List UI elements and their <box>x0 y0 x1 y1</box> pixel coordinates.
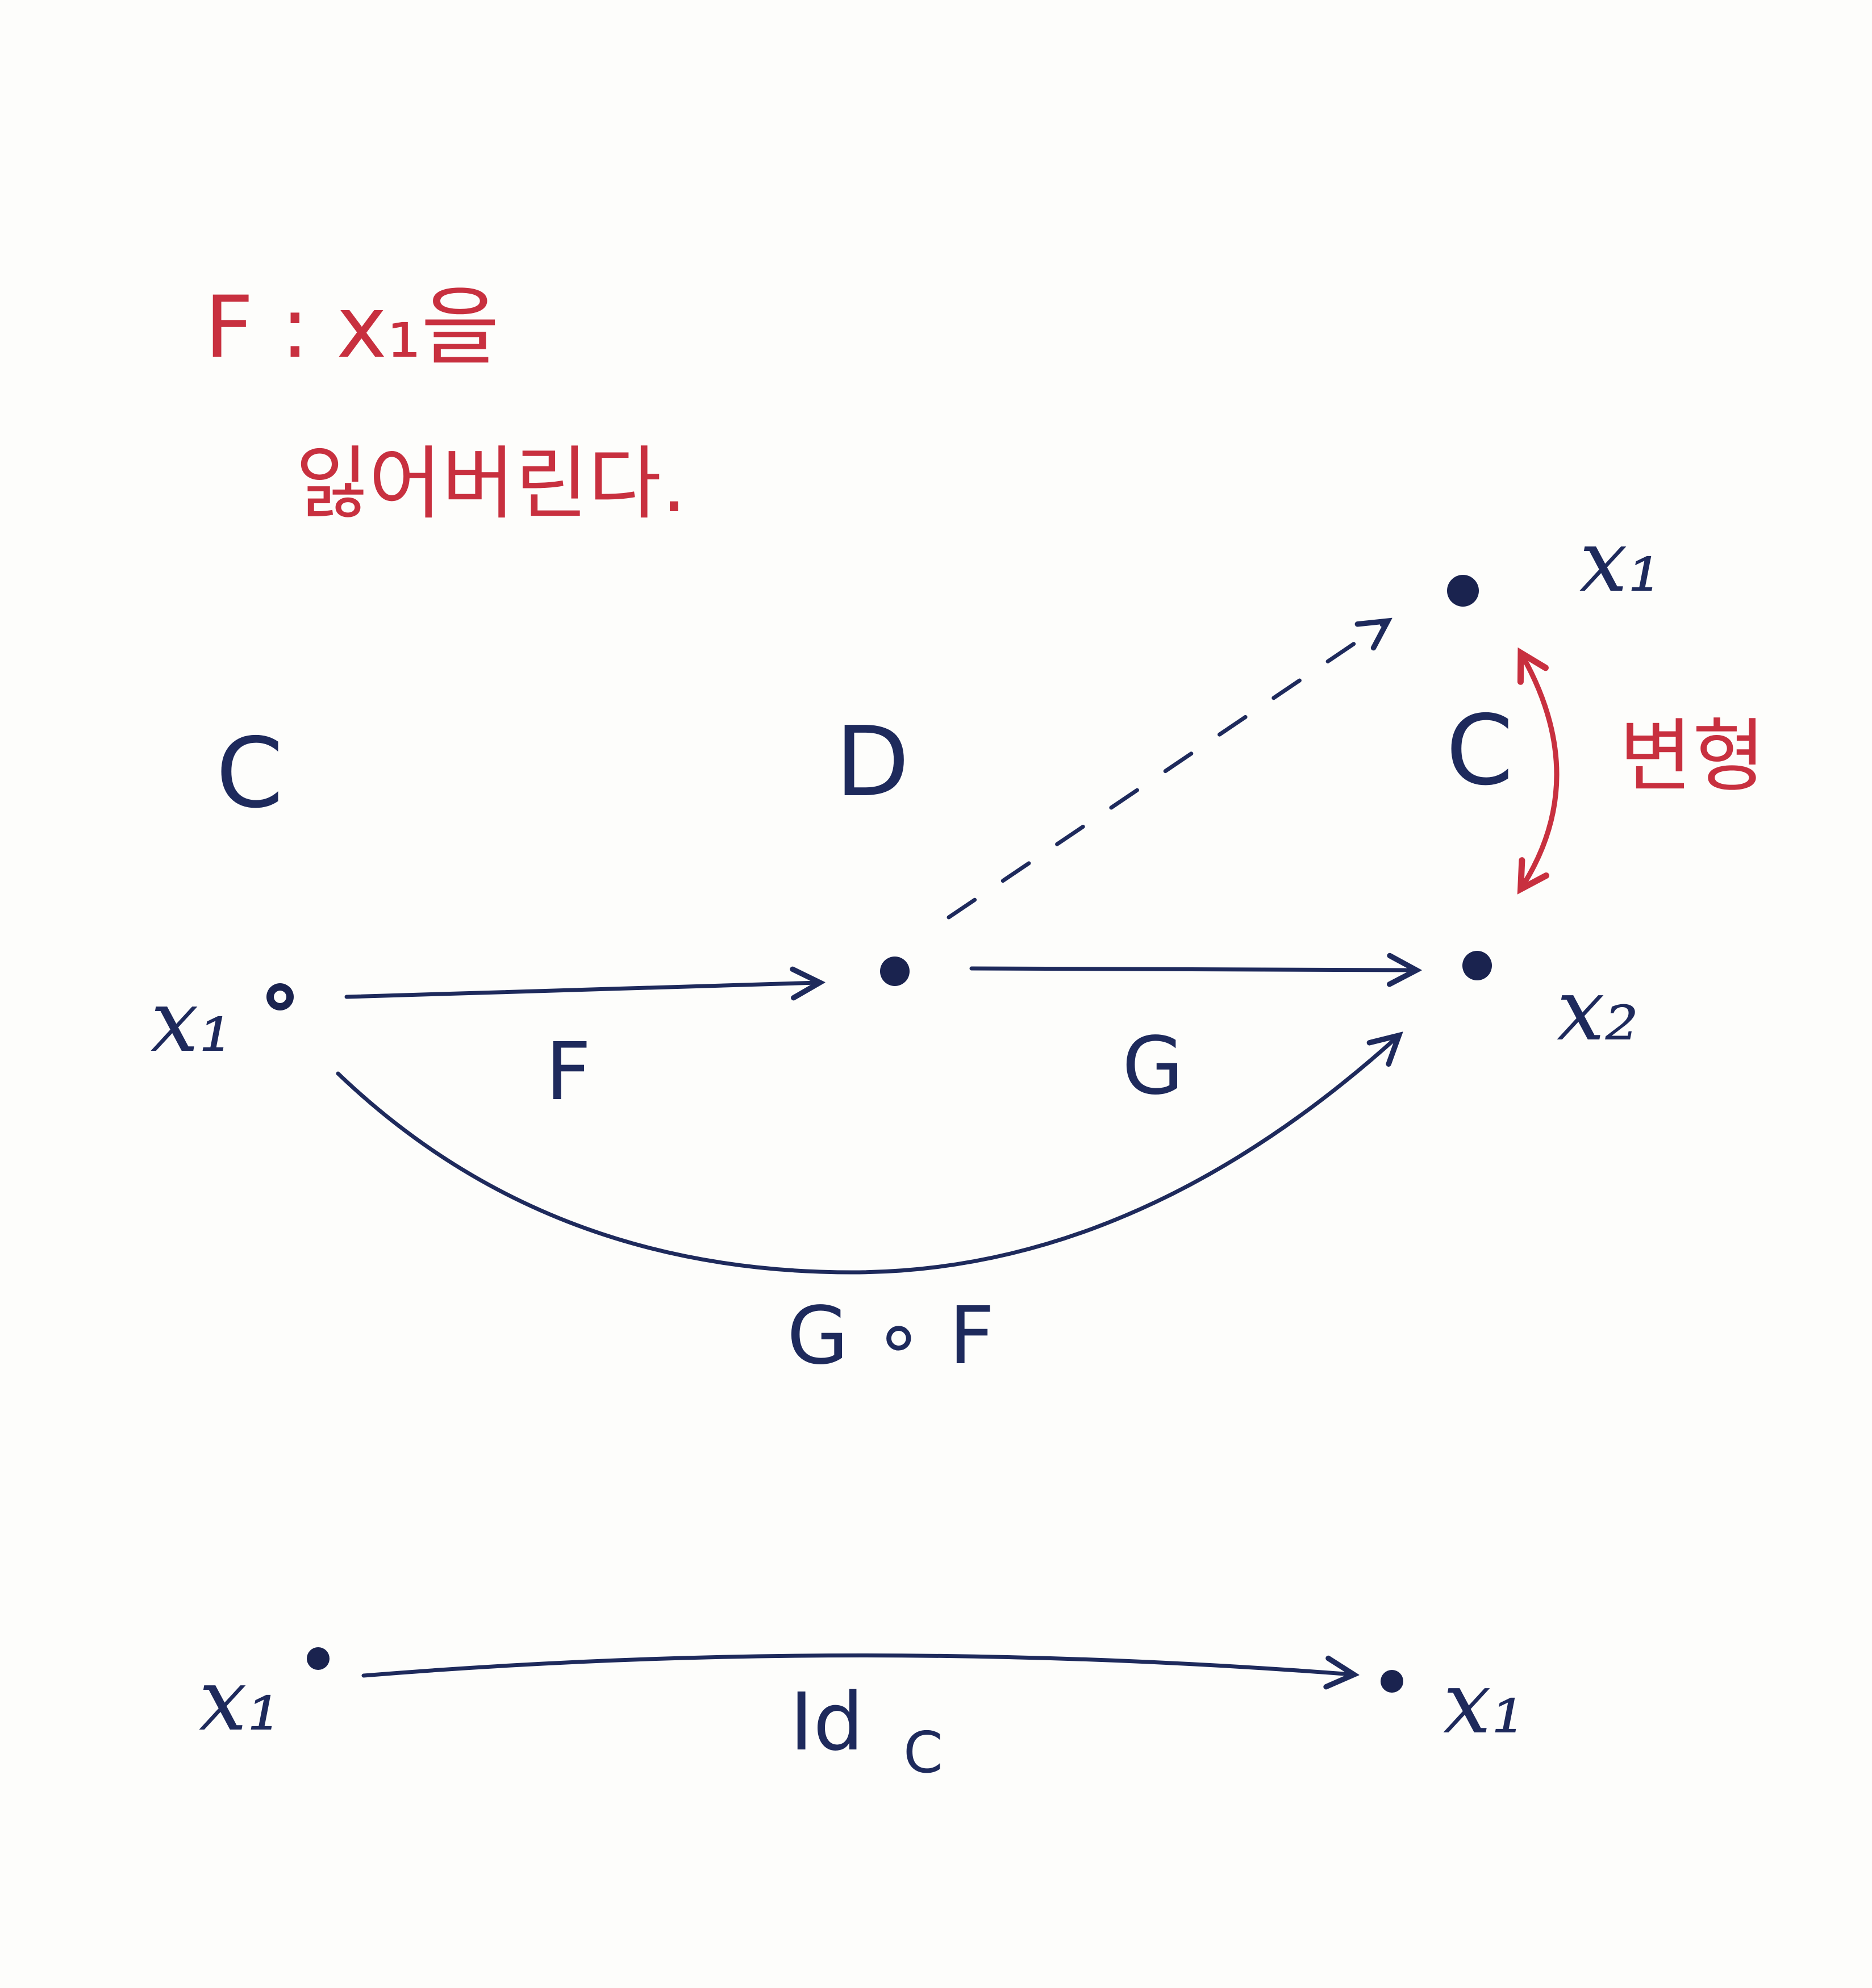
category-label-right: C <box>1446 695 1514 807</box>
object-label-bottom-left-x1: x₁ <box>199 1651 281 1750</box>
morphism-label-identity: Id <box>790 1676 864 1769</box>
note-line-2: 잃어버린다. <box>295 438 687 531</box>
object-point-right-x1 <box>1447 575 1479 607</box>
note-line-1: F : x₁을 <box>205 278 499 377</box>
morphism-label-identity-subscript: C <box>903 1719 943 1786</box>
object-point-bottom-left-x1 <box>307 1647 330 1670</box>
category-label-left: C <box>216 717 283 830</box>
object-label-left-x1: x₁ <box>151 972 233 1071</box>
arrow-f <box>344 983 818 997</box>
category-label-middle: D <box>835 706 910 818</box>
transform-label: 변형 <box>1619 711 1766 803</box>
arrow-identity <box>361 1653 1352 1676</box>
morphism-label-g: G <box>1122 1020 1184 1113</box>
object-point-right-x2 <box>1462 951 1492 980</box>
arrow-g <box>969 968 1415 970</box>
object-label-right-x2: x₂ <box>1557 961 1639 1060</box>
dashed-arrow-lost-x1 <box>947 622 1386 920</box>
object-point-middle <box>880 957 910 986</box>
object-label-right-top-x1: x₁ <box>1579 512 1662 611</box>
morphism-label-composite: G ∘ F <box>787 1290 995 1383</box>
object-point-left-x1-center <box>274 991 286 1003</box>
morphism-label-f: F <box>545 1026 591 1118</box>
arrow-composite <box>336 1037 1398 1275</box>
transform-double-arrow <box>1517 647 1560 895</box>
object-point-bottom-right-x1 <box>1381 1670 1403 1693</box>
object-label-bottom-right-x1: x₁ <box>1443 1654 1525 1753</box>
